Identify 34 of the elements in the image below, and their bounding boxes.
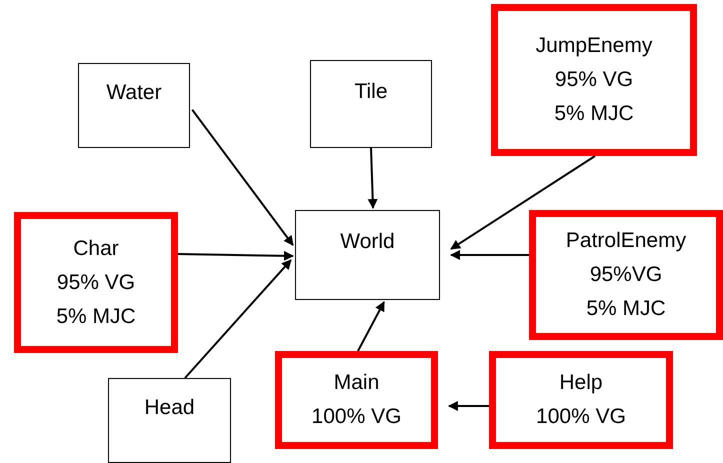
arrow xyxy=(184,259,292,379)
box-title: Char xyxy=(73,236,119,262)
arrow xyxy=(450,250,529,260)
box-title: PatrolEnemy xyxy=(566,228,686,254)
process-box xyxy=(310,60,432,148)
process-box xyxy=(78,63,190,148)
box-title: Help xyxy=(559,370,603,396)
box-title: Head xyxy=(144,395,195,421)
percentage-label: 95% VG xyxy=(56,270,136,296)
percentage-label: 95%VG xyxy=(590,262,662,288)
process-box xyxy=(529,210,723,340)
box-title: Water xyxy=(106,80,162,106)
box-title: Main xyxy=(334,370,380,396)
arrow xyxy=(448,400,489,411)
box-title: JumpEnemy xyxy=(536,33,652,59)
percentage-label: 5% MJC xyxy=(586,296,666,322)
process-box xyxy=(275,351,438,449)
arrow xyxy=(368,148,378,210)
process-box xyxy=(108,378,231,463)
process-box xyxy=(295,210,440,300)
box-title: World xyxy=(340,229,395,255)
arrow xyxy=(357,301,385,352)
percentage-label: 5% MJC xyxy=(554,101,634,127)
process-box xyxy=(491,4,697,156)
process-box xyxy=(14,212,178,353)
arrow xyxy=(178,250,294,261)
process-box xyxy=(489,351,673,449)
percentage-label: 100% VG xyxy=(536,404,626,430)
arrow xyxy=(450,155,596,250)
percentage-label: 5% MJC xyxy=(56,304,136,330)
box-title: Tile xyxy=(354,79,388,105)
arrow xyxy=(191,109,294,246)
percentage-label: 100% VG xyxy=(312,404,402,430)
percentage-label: 95% VG xyxy=(554,67,634,93)
